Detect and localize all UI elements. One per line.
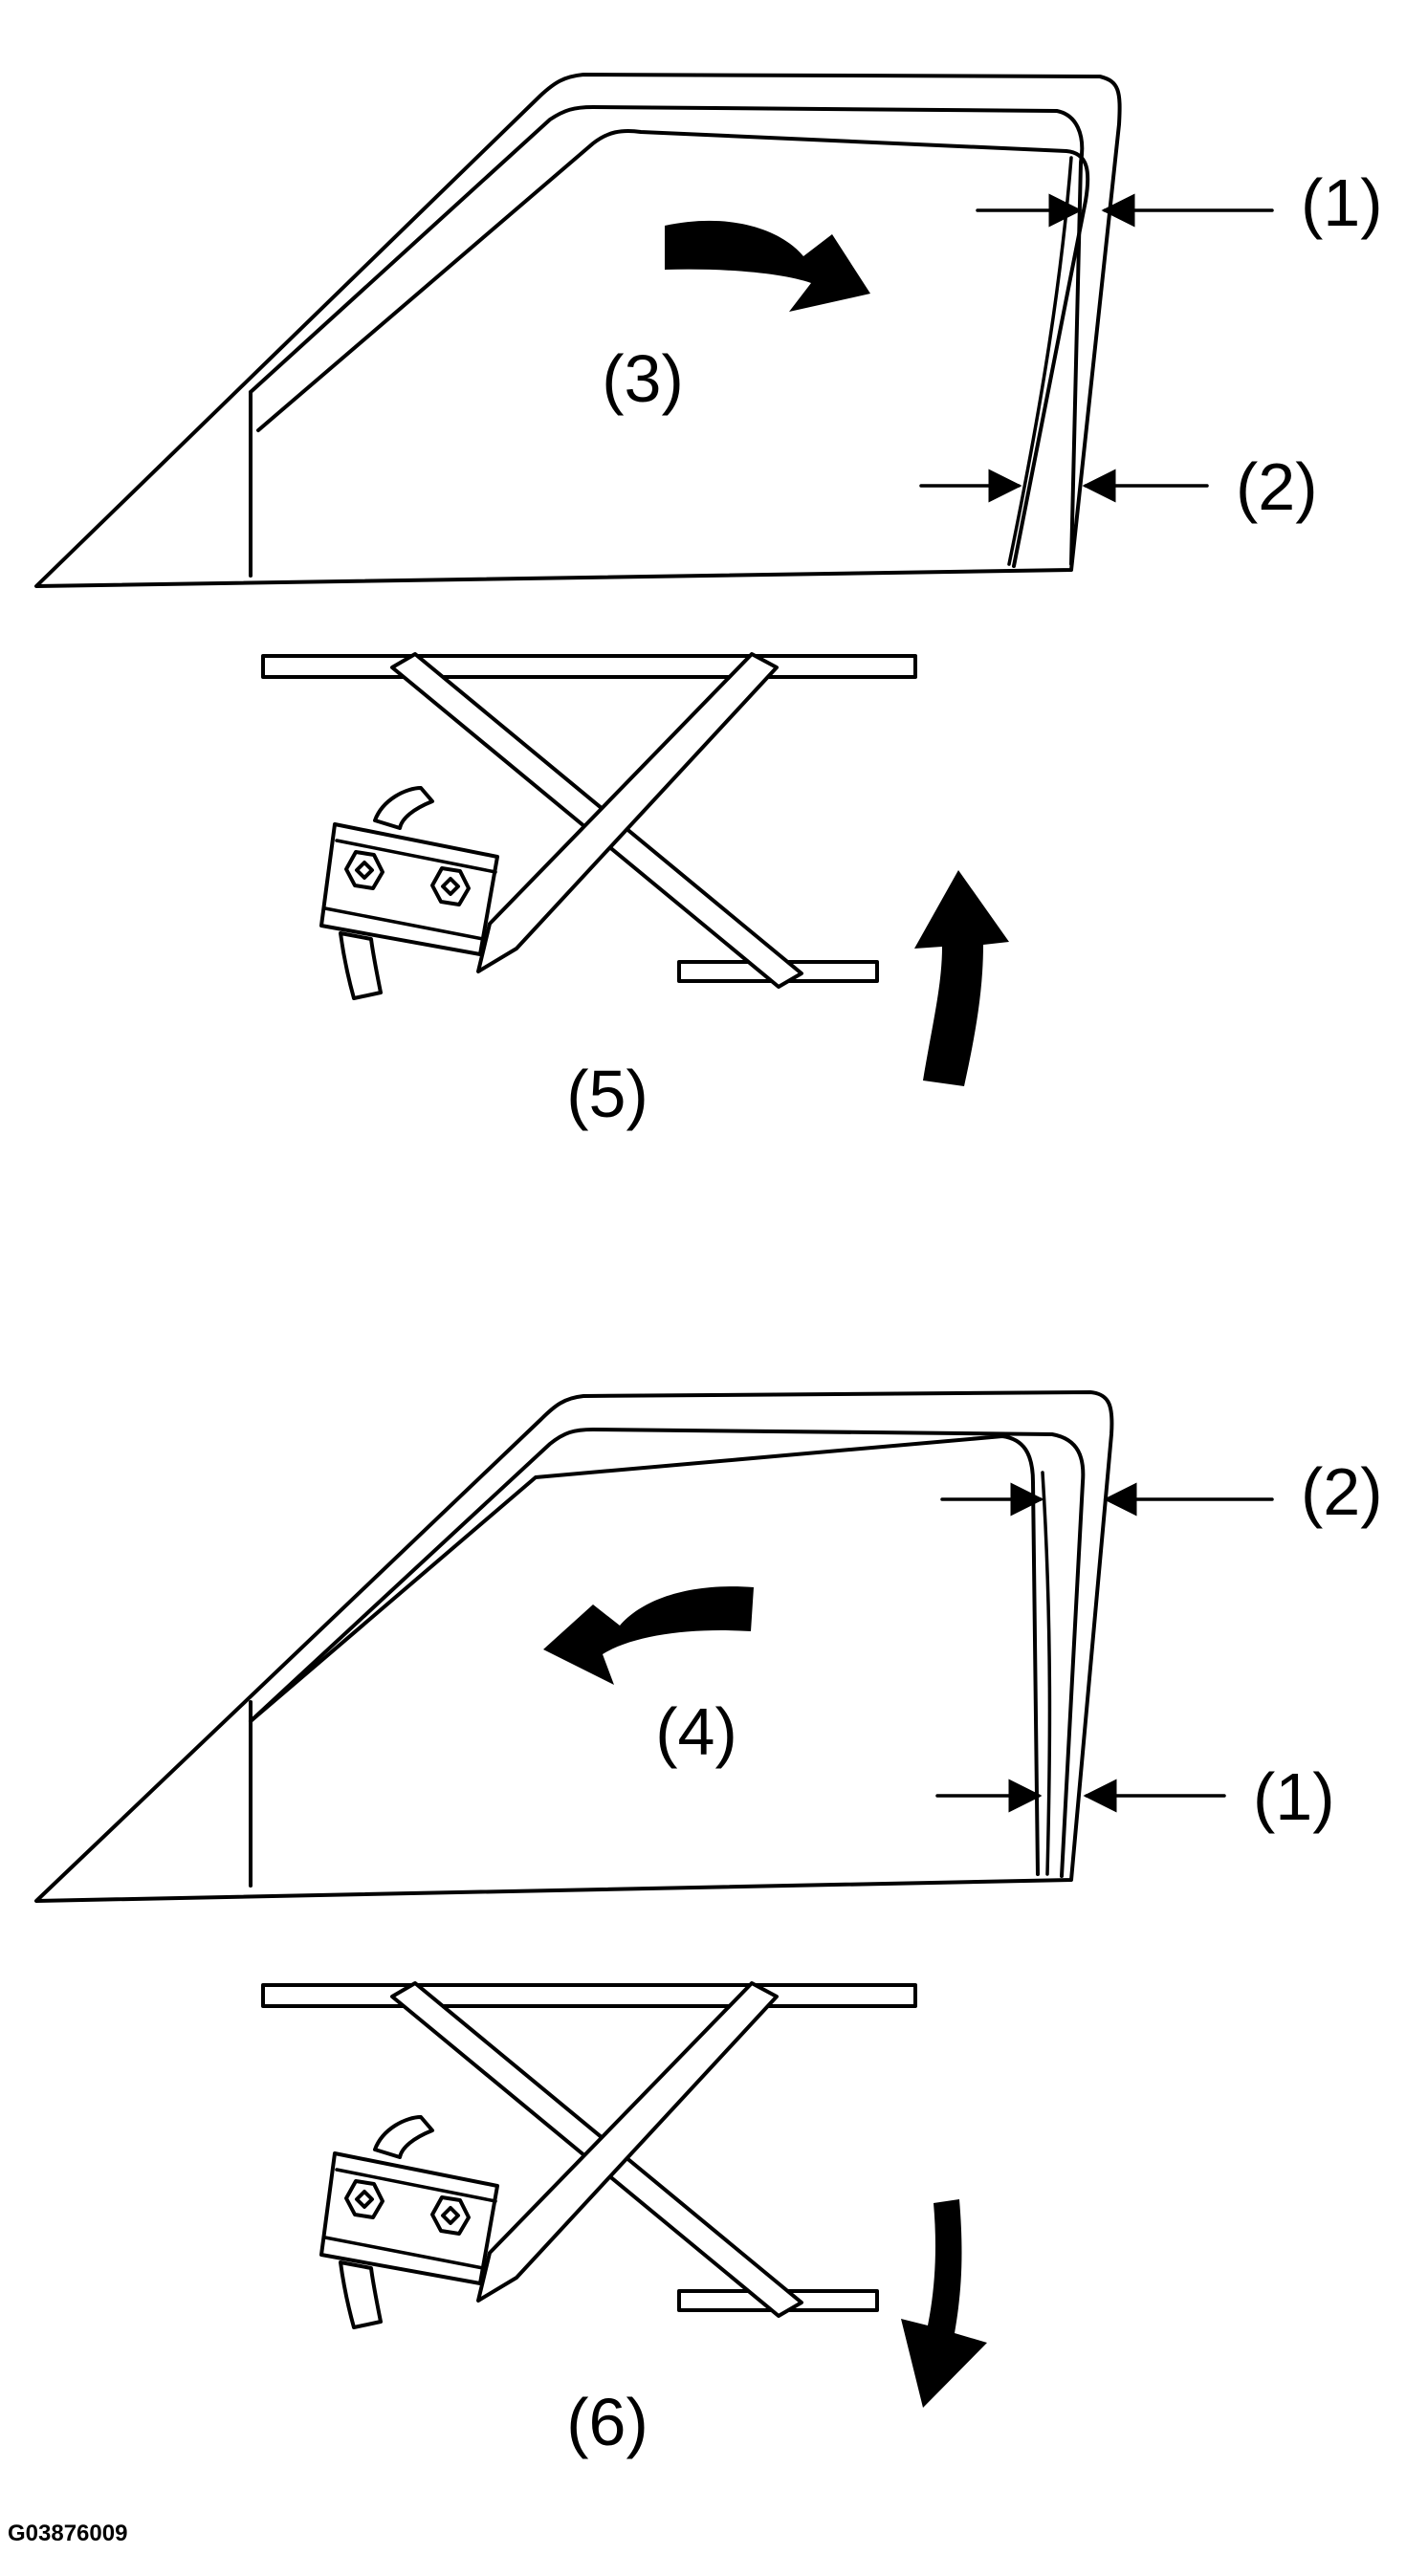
label-4: (4)	[655, 1694, 737, 1769]
label-6: (6)	[566, 2385, 648, 2459]
label-5: (5)	[566, 1057, 648, 1131]
label-1-lower: (1)	[1253, 1759, 1335, 1834]
window-regulator-top	[261, 652, 917, 1000]
label-2: (2)	[1236, 449, 1318, 524]
top-figure: (3) (1) (2) (5)	[34, 73, 1383, 1131]
figure-code: G03876009	[8, 2521, 127, 2546]
rotate-left-arrow-icon	[543, 1586, 754, 1685]
bottom-figure: (4) (2) (1) (6)	[34, 1390, 1383, 2459]
label-3: (3)	[602, 341, 684, 416]
label-1: (1)	[1301, 165, 1383, 240]
label-2-lower: (2)	[1301, 1454, 1383, 1529]
door-window-frame	[34, 73, 1122, 588]
down-arrow-icon	[901, 2199, 987, 2408]
window-regulator-bottom	[261, 1981, 917, 2329]
door-window-frame-lower	[34, 1390, 1114, 1903]
up-arrow-icon	[914, 870, 1009, 1086]
rotate-right-arrow-icon	[665, 220, 870, 312]
